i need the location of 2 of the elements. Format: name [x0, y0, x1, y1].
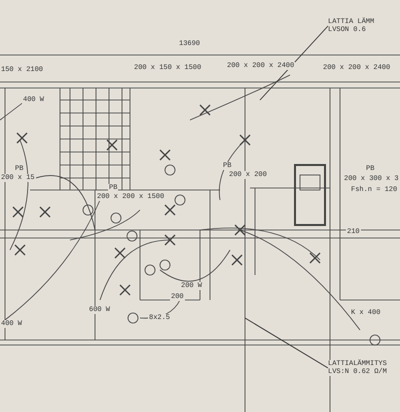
- leader-line: [244, 318, 328, 368]
- leader-line: [260, 26, 328, 100]
